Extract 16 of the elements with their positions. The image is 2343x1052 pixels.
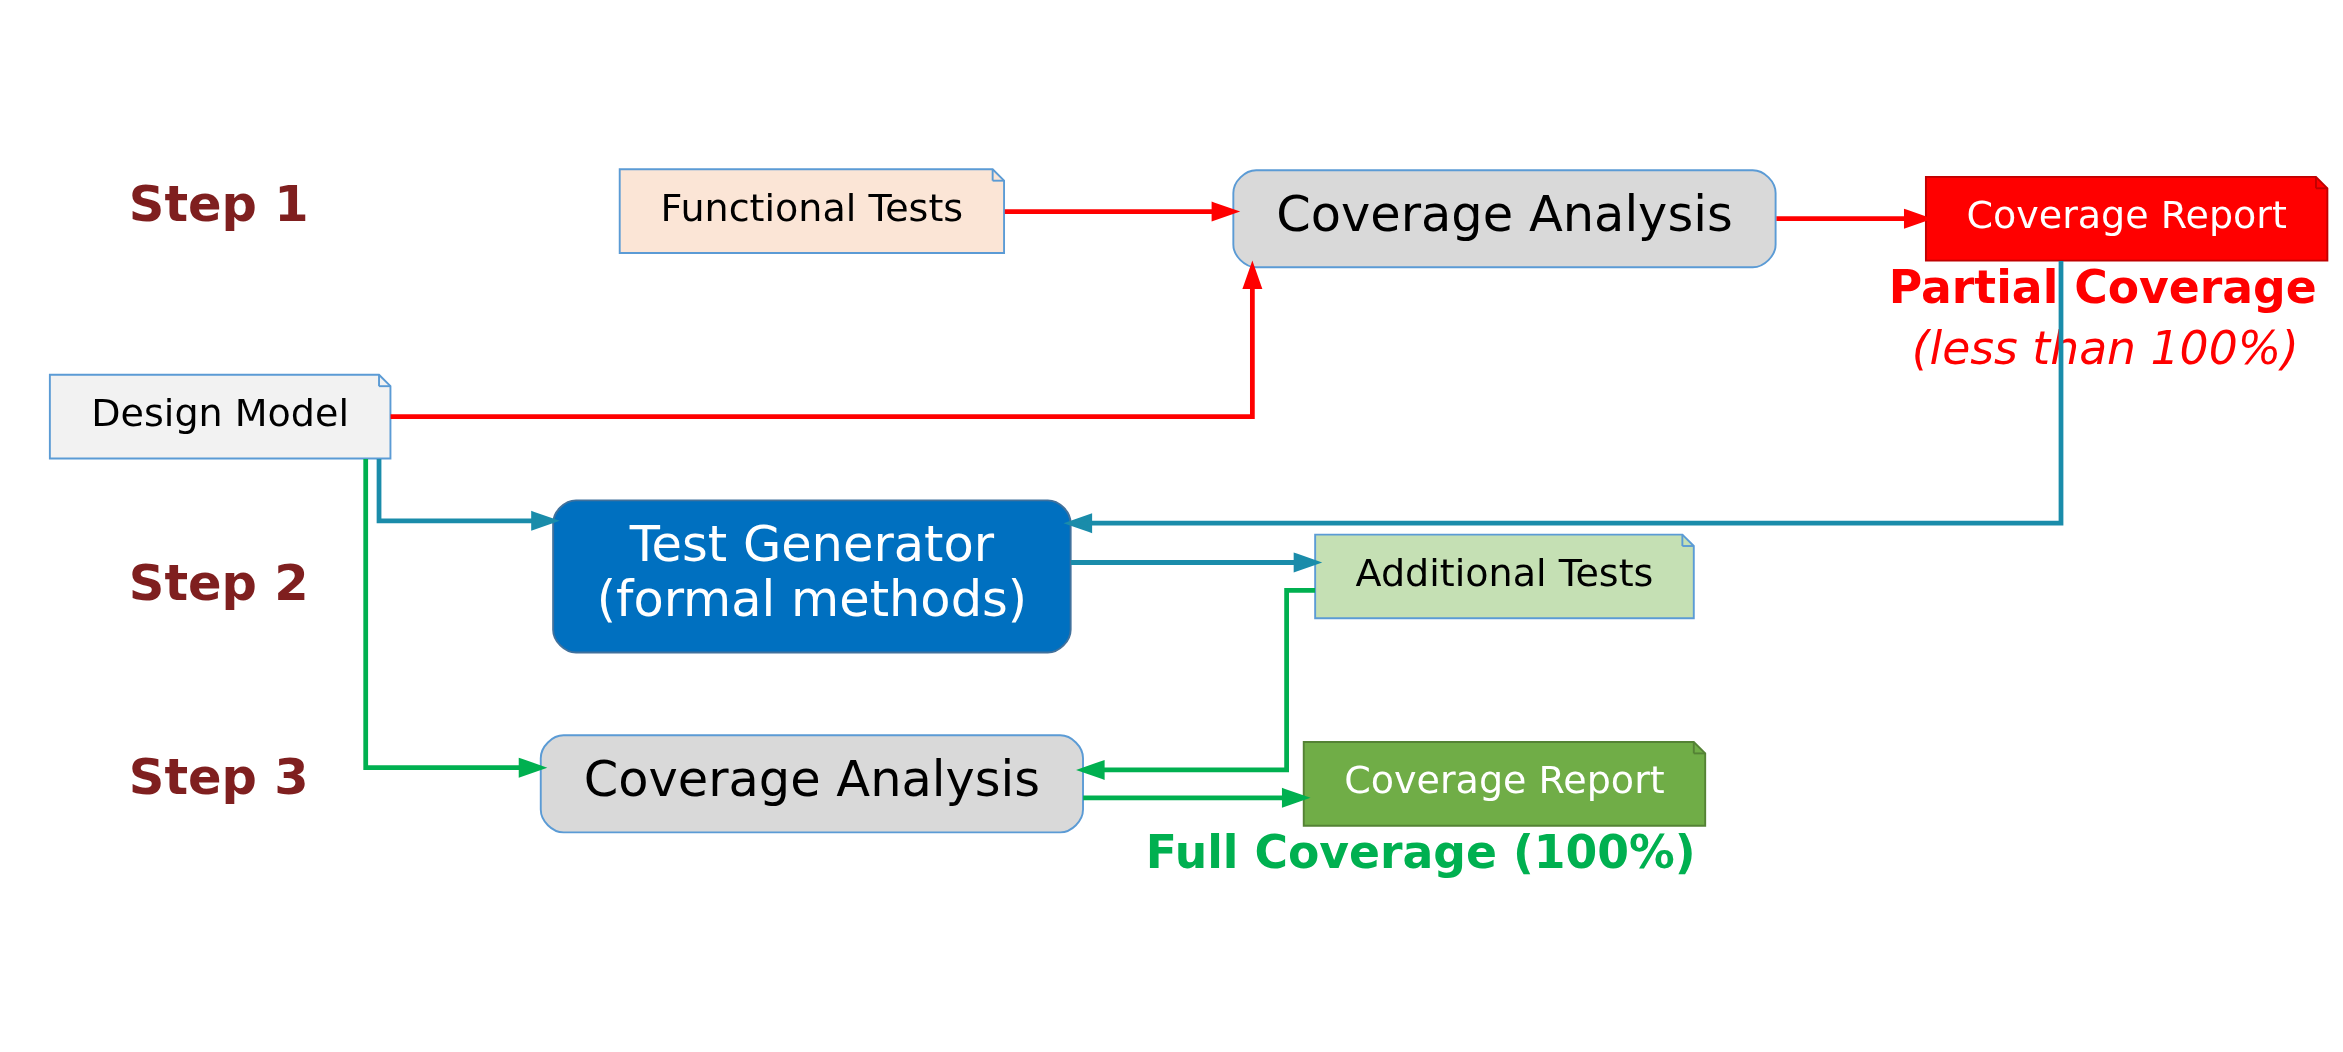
label: Step 1	[128, 174, 309, 233]
arrow	[363, 458, 548, 778]
node-box: Test Generator (formal methods)	[552, 498, 1072, 653]
arrow	[1083, 787, 1311, 808]
node-label: Partial Coverage	[1888, 260, 2317, 314]
node-box: Coverage Analysis	[539, 733, 1084, 833]
arrow	[390, 259, 1263, 419]
label: Step 3	[128, 747, 309, 806]
node-box: Coverage Analysis	[1232, 168, 1777, 268]
arrow	[1070, 552, 1323, 572]
label: Step 2	[128, 553, 309, 612]
node-label: Full Coverage (100%)	[1145, 825, 1696, 879]
arrow	[376, 458, 560, 531]
arrow	[1063, 260, 2064, 533]
arrow	[1004, 201, 1241, 222]
arrow	[1076, 587, 1316, 780]
